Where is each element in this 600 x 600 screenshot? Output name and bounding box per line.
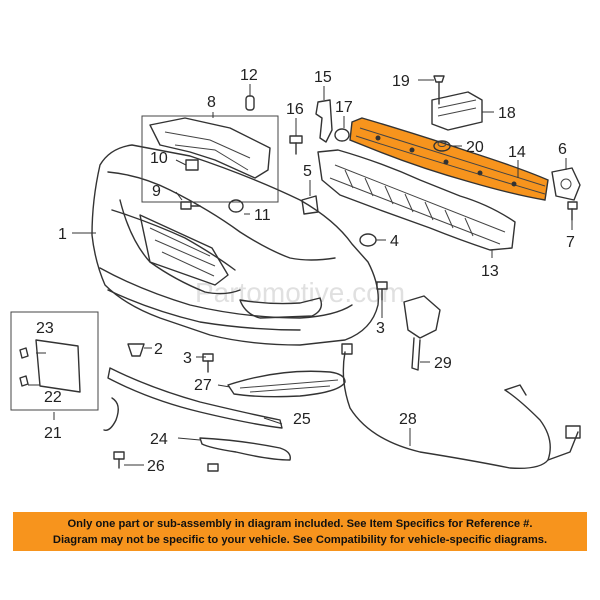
callout-24: 24	[150, 431, 168, 448]
lower-valance-part	[107, 367, 283, 429]
disclaimer-line-1: Only one part or sub-assembly in diagram…	[67, 518, 533, 530]
bolt-9-part	[180, 201, 201, 210]
wiring-harness-part	[341, 343, 581, 470]
callout-3-upper: 3	[376, 320, 385, 337]
callout-28: 28	[399, 411, 417, 428]
callout-10: 10	[150, 150, 168, 167]
reinforcement-6-part	[551, 167, 581, 201]
clip-17-part	[334, 128, 350, 142]
impact-bar-part	[349, 117, 549, 201]
leader-lines	[28, 79, 573, 466]
callout-8: 8	[207, 94, 216, 111]
callout-17: 17	[335, 99, 353, 116]
fog-grille-27-part	[227, 370, 346, 398]
bolt-3-upper-part	[376, 281, 388, 301]
callout-25: 25	[293, 411, 311, 428]
lower-molding-24-part	[103, 397, 291, 461]
callout-18: 18	[498, 105, 516, 122]
callout-2: 2	[154, 341, 163, 358]
bolt-16-part	[289, 135, 303, 155]
callout-29: 29	[434, 355, 452, 372]
callout-23: 23	[36, 320, 54, 337]
nut-11-part	[228, 199, 244, 213]
bolt-19-part	[433, 75, 445, 105]
mount-bracket-part	[431, 91, 483, 131]
callout-3-lower: 3	[183, 350, 192, 367]
callout-1: 1	[58, 226, 67, 243]
callout-15: 15	[314, 69, 332, 86]
disclaimer-banner: Only one part or sub-assembly in diagram…	[13, 512, 587, 551]
bracket-5-part	[301, 195, 319, 215]
callout-14: 14	[508, 144, 526, 161]
callout-19: 19	[392, 73, 410, 90]
callout-11: 11	[254, 207, 271, 224]
callout-12: 12	[240, 67, 258, 84]
callout-20: 20	[466, 139, 484, 156]
bracket-15-part	[315, 99, 333, 143]
disclaimer-line-2: Diagram may not be specific to your vehi…	[52, 534, 548, 546]
callout-22: 22	[44, 389, 62, 406]
callout-5: 5	[303, 163, 312, 180]
callout-9: 9	[152, 183, 161, 200]
callout-21: 21	[44, 425, 62, 442]
license-bracket-part	[10, 311, 99, 411]
callout-6: 6	[558, 141, 567, 158]
impact-bar-fill	[349, 117, 549, 201]
clip-2-part	[127, 343, 145, 357]
callout-13: 13	[481, 263, 499, 280]
bracket-assembly-part	[141, 115, 279, 203]
callout-16: 16	[286, 101, 304, 118]
callout-7: 7	[566, 234, 575, 251]
bolt-26-part	[113, 451, 219, 472]
clip-12-part	[245, 95, 255, 111]
callout-26: 26	[147, 458, 165, 475]
bumper-cover-part	[91, 144, 379, 346]
callout-labels: 1 2 3 3 4 5 6 7 8 9 10 11 12 13 14 15 16…	[36, 67, 575, 475]
callout-4: 4	[390, 233, 399, 250]
bolt-7-part	[567, 201, 578, 221]
callout-27: 27	[194, 377, 212, 394]
nut-4-part	[359, 233, 377, 247]
sensor-bracket-29-part	[403, 295, 441, 371]
energy-absorber-part	[317, 149, 516, 251]
